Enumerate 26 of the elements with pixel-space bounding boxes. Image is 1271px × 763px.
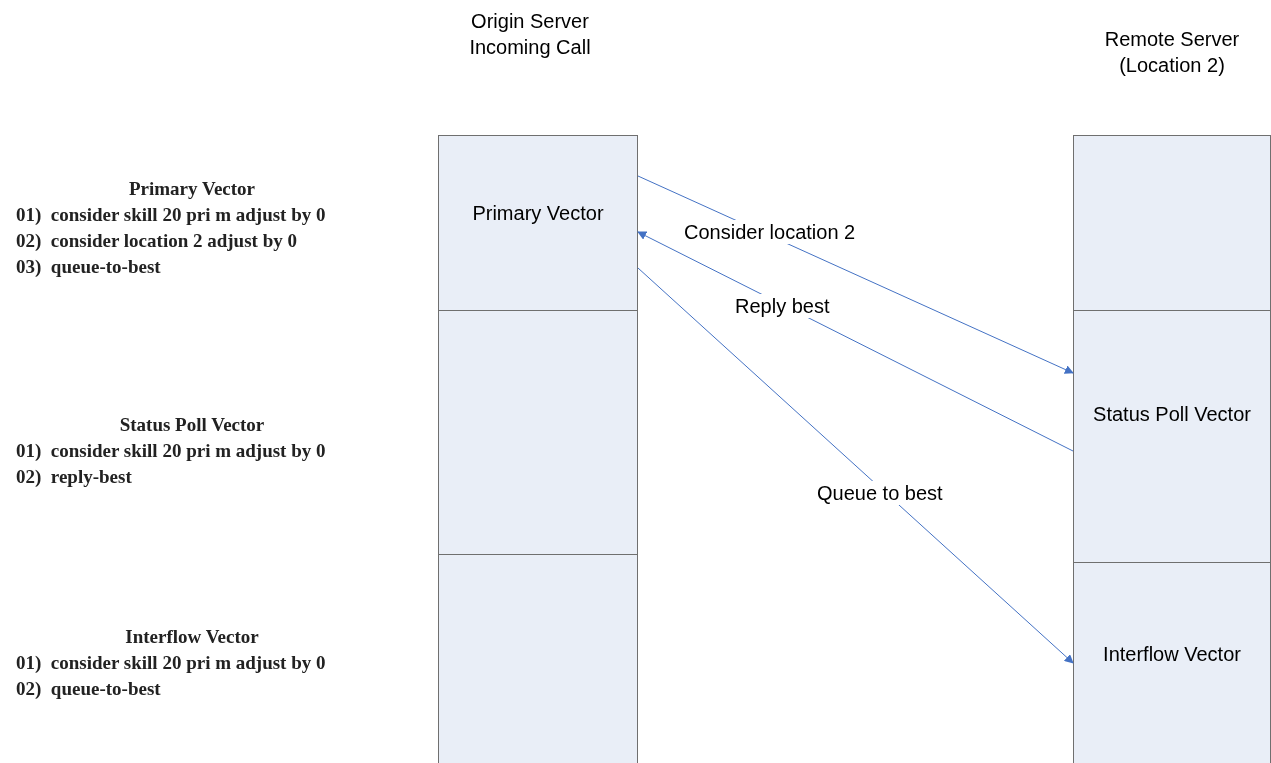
column-heading: Remote Server (Location 2)	[1103, 27, 1241, 78]
arrow	[637, 231, 1074, 452]
arrow	[637, 267, 1074, 664]
vector-step: 01) consider skill 20 pri m adjust by 0	[16, 650, 326, 676]
server-column	[1073, 135, 1271, 763]
vector-label: Status Poll Vector	[1092, 402, 1252, 427]
vector-step: 01) consider skill 20 pri m adjust by 0	[16, 438, 326, 464]
vector-heading: Status Poll Vector	[118, 413, 266, 437]
empty-box	[1074, 136, 1270, 310]
vector-step: 02) queue-to-best	[16, 676, 161, 702]
vector-box	[439, 136, 637, 310]
vector-step: 03) queue-to-best	[16, 254, 161, 280]
edge-label: Reply best	[733, 294, 832, 318]
vector-label: Interflow Vector	[1102, 642, 1242, 667]
vector-label: Primary Vector	[471, 201, 605, 226]
vector-box	[1074, 310, 1270, 562]
vector-heading: Interflow Vector	[124, 625, 260, 649]
edge-label: Consider location 2	[682, 220, 858, 244]
server-column	[438, 135, 638, 763]
vector-step: 02) consider location 2 adjust by 0	[16, 228, 297, 254]
vector-step: 01) consider skill 20 pri m adjust by 0	[16, 202, 326, 228]
vector-box	[1074, 562, 1270, 763]
vector-step: 02) reply-best	[16, 464, 132, 490]
column-heading: Origin Server Incoming Call	[468, 9, 592, 60]
edge-label: Queue to best	[815, 481, 945, 505]
vector-heading: Primary Vector	[127, 177, 257, 201]
